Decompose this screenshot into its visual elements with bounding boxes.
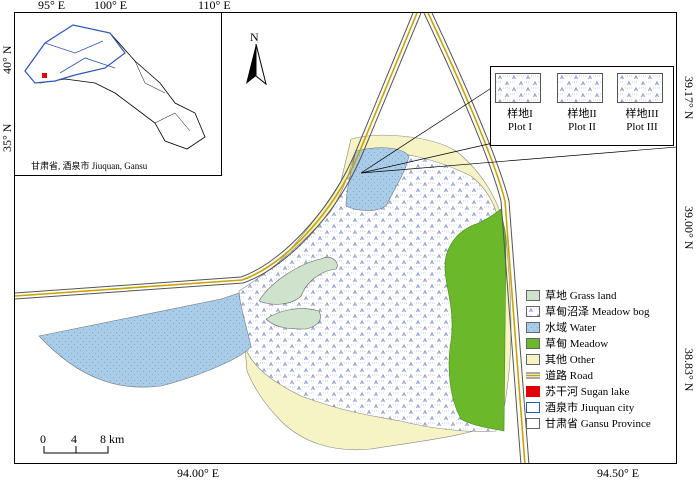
plot-3-name-en: Plot III (626, 121, 658, 133)
top-tick-1: 95° E (38, 0, 66, 12)
plot-1-name-en: Plot I (507, 121, 533, 133)
jiuquan-swatch (526, 401, 540, 413)
meadow-bog-swatch (526, 305, 540, 317)
plot-1: 样地I Plot I (495, 73, 545, 134)
meadow-swatch (526, 337, 540, 349)
north-arrow: N (244, 30, 268, 86)
legend-item-jiuquan: 酒泉市 Jiuquan city (526, 400, 634, 414)
scale-label-0: 0 (40, 432, 46, 446)
grassland-patch-2 (265, 308, 321, 330)
sugan-lake-swatch (526, 385, 540, 397)
plot-2-name-cn: 样地II (567, 108, 597, 120)
legend-item-grassland: 草地 Grass land (526, 288, 617, 302)
plot-2: 样地II Plot II (557, 73, 607, 134)
left-tick-2: 35° N (0, 123, 14, 152)
plot-3-name-cn: 样地III (625, 108, 659, 120)
legend-item-other: 其他 Other (526, 352, 595, 366)
road-network (15, 13, 530, 463)
legend-label-water: 水域 Water (545, 322, 596, 334)
plots-box: 样地I Plot I 样地II Plot II 样地III Plot III (490, 66, 674, 146)
plot-1-name-cn: 样地I (507, 108, 533, 120)
map-frame (14, 12, 677, 464)
legend-label-grassland: 草地 Grass land (545, 290, 617, 302)
top-tick-2: 100° E (94, 0, 128, 12)
legend-item-road: 道路 Road (526, 368, 593, 382)
north-label: N (250, 30, 259, 44)
meadow-bog-area (238, 150, 502, 432)
scale-label-8: 8 km (100, 432, 125, 446)
top-tick-3: 110° E (198, 0, 231, 12)
inset-caption: 甘肃省, 酒泉市 Jiuquan, Gansu (31, 161, 148, 171)
map-canvas (15, 13, 676, 463)
legend-label-meadow: 草甸 Meadow (545, 338, 609, 350)
plot-3: 样地III Plot III (617, 73, 667, 134)
legend-label-other: 其他 Other (545, 354, 595, 366)
north-arrow-icon (246, 44, 267, 86)
inset-map: 甘肃省, 酒泉市 Jiuquan, Gansu (14, 12, 222, 176)
plot-1-swatch (495, 73, 542, 104)
legend-item-meadow-bog: 草甸沼泽 Meadow bog (526, 304, 650, 318)
legend-label-meadow-bog: 草甸沼泽 Meadow bog (545, 306, 650, 318)
bottom-tick-1: 94.00° E (177, 466, 220, 480)
legend-item-gansu: 甘肃省 Gansu Province (526, 416, 651, 430)
scale-bar-graphic (43, 446, 109, 454)
left-tick-1: 40° N (0, 45, 14, 74)
other-swatch (526, 353, 540, 365)
road-swatch (526, 372, 540, 378)
legend-item-sugan-lake: 苏干河 Sugan lake (526, 384, 629, 398)
right-tick-2: 39.00° N (682, 206, 696, 250)
gansu-outline (24, 24, 206, 150)
water-area-north (345, 147, 410, 211)
water-area-west (38, 292, 252, 388)
grassland-patch-1 (258, 256, 338, 305)
legend-item-meadow: 草甸 Meadow (526, 336, 608, 350)
sugan-lake-marker (42, 73, 47, 78)
plot-2-name-en: Plot II (568, 121, 596, 133)
plot-2-swatch (557, 73, 604, 104)
legend-label-sugan-lake: 苏干河 Sugan lake (545, 386, 630, 398)
legend-label-road: 道路 Road (545, 370, 593, 382)
meadow-area (444, 208, 507, 432)
right-tick-1: 39.17° N (682, 76, 696, 120)
bottom-tick-2: 94.50° E (597, 466, 640, 480)
legend-label-jiuquan: 酒泉市 Jiuquan city (545, 402, 635, 414)
water-swatch (526, 321, 540, 333)
plot-leader-lines (360, 86, 676, 174)
grassland-swatch (526, 289, 540, 301)
scale-label-4: 4 (71, 432, 77, 446)
legend-label-gansu: 甘肃省 Gansu Province (545, 418, 651, 430)
gansu-swatch (526, 417, 540, 429)
right-tick-3: 38.83° N (682, 348, 696, 392)
legend-item-water: 水域 Water (526, 320, 596, 334)
plot-3-swatch (617, 73, 664, 104)
